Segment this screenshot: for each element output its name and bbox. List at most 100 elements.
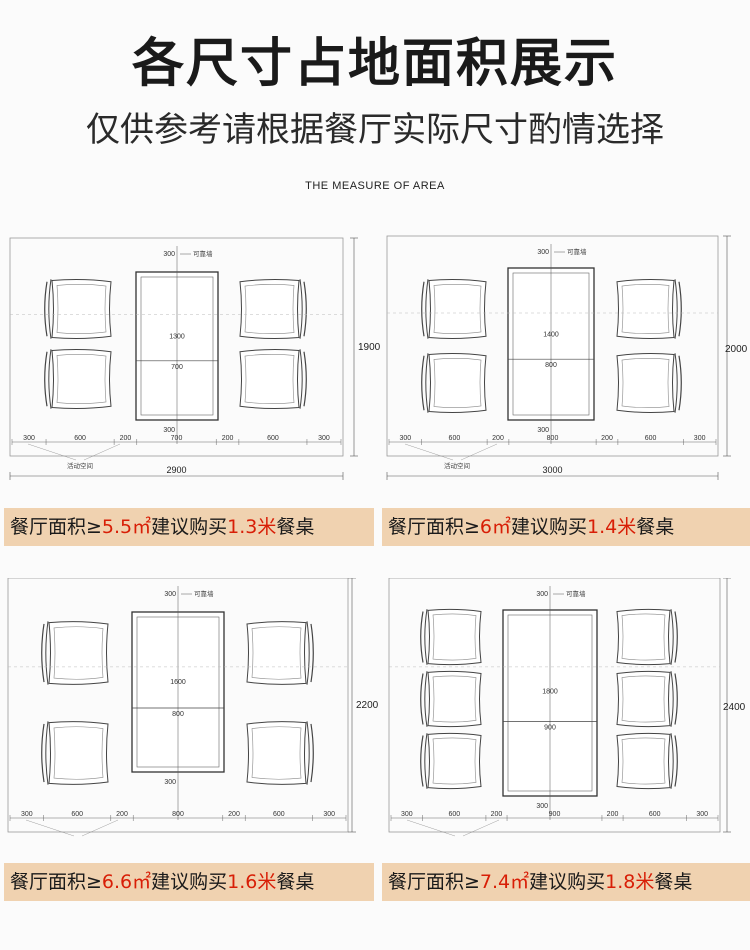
wall-label: 可靠墙 xyxy=(566,589,586,598)
chair-icon xyxy=(239,278,307,340)
banner-table-size: 1.6米 xyxy=(227,871,277,893)
banner-table-size: 1.3米 xyxy=(227,516,277,538)
chair-icon xyxy=(246,621,314,685)
bottom-dim-label: 200 xyxy=(601,435,613,442)
table-width-label: 900 xyxy=(544,725,556,732)
bottom-dim-label: 900 xyxy=(549,811,561,818)
table-width-label: 800 xyxy=(172,711,184,718)
bottom-dim-label: 600 xyxy=(645,435,657,442)
chair-icon xyxy=(616,352,682,414)
bottom-dim-label: 800 xyxy=(547,435,559,442)
room-width-label: 2900 xyxy=(166,465,186,475)
room-outline xyxy=(388,578,721,833)
bottom-dim-label: 800 xyxy=(172,811,184,818)
bottom-gap-label: 300 xyxy=(537,427,549,434)
table-width-label: 700 xyxy=(171,364,183,371)
chair-icon xyxy=(616,608,678,666)
bottom-dim-label: 300 xyxy=(23,435,35,442)
banner-suffix: 餐桌 xyxy=(276,871,315,893)
bottom-dim-label: 300 xyxy=(400,435,412,442)
chair-icon xyxy=(239,348,307,410)
banner-area-value: 7.4 xyxy=(479,871,511,893)
chair-icon xyxy=(420,608,482,666)
chair-icon xyxy=(41,721,109,785)
area-recommendation-banner: 餐厅面积≥5.5㎡建议购买1.3米餐桌 xyxy=(4,508,374,546)
bottom-dim-label: 200 xyxy=(116,811,128,818)
activity-space-label: 活动空间 xyxy=(67,461,93,470)
bottom-dim-label: 200 xyxy=(120,435,132,442)
bottom-dim-label: 600 xyxy=(74,435,86,442)
table-length-label: 1400 xyxy=(543,331,559,338)
bottom-dim-label: 300 xyxy=(694,435,706,442)
banner-area-unit: ㎡ xyxy=(510,871,530,893)
banner-prefix: 餐厅面积≥ xyxy=(10,871,102,893)
table-width-label: 800 xyxy=(545,362,557,369)
banner-table-size: 1.8米 xyxy=(605,871,655,893)
bottom-gap-label: 300 xyxy=(164,779,176,786)
area-recommendation-banner: 餐厅面积≥7.4㎡建议购买1.8米餐桌 xyxy=(382,863,750,901)
chair-icon xyxy=(421,278,487,340)
bottom-dim-label: 200 xyxy=(228,811,240,818)
banner-area-unit: ㎡ xyxy=(132,871,152,893)
banner-table-size: 1.4米 xyxy=(587,516,637,538)
chair-icon xyxy=(616,732,678,790)
room-height-label: 1900 xyxy=(358,342,381,353)
top-gap-label: 300 xyxy=(537,249,549,256)
banner-suffix: 餐桌 xyxy=(654,871,693,893)
table-length-label: 1600 xyxy=(170,679,186,686)
bottom-gap-label: 300 xyxy=(163,427,175,434)
banner-mid: 建议购买 xyxy=(151,871,228,893)
room-width-label: 3000 xyxy=(542,465,562,475)
chair-icon xyxy=(421,352,487,414)
activity-space-label: 活动空间 xyxy=(65,837,91,838)
banner-mid: 建议购买 xyxy=(529,871,606,893)
room-outline xyxy=(386,235,719,457)
area-recommendation-banner: 餐厅面积≥6㎡建议购买1.4米餐桌 xyxy=(382,508,750,546)
bottom-dim-label: 600 xyxy=(267,435,279,442)
chair-icon xyxy=(246,721,314,785)
banner-area-unit: ㎡ xyxy=(492,516,512,538)
banner-prefix: 餐厅面积≥ xyxy=(388,516,480,538)
banner-suffix: 餐桌 xyxy=(276,516,315,538)
banner-area-value: 6 xyxy=(479,516,493,538)
room-height-label: 2200 xyxy=(356,700,379,711)
table-length-label: 1300 xyxy=(169,334,185,341)
wall-label: 可靠墙 xyxy=(193,249,213,258)
chair-icon xyxy=(420,670,482,728)
top-gap-label: 300 xyxy=(536,591,548,598)
activity-space-label: 活动空间 xyxy=(444,461,470,470)
bottom-dim-label: 300 xyxy=(323,811,335,818)
room-height-label: 2400 xyxy=(723,702,746,713)
chair-icon xyxy=(41,621,109,685)
page-title: 各尺寸占地面积展示 xyxy=(131,34,618,94)
wall-label: 可靠墙 xyxy=(194,589,214,598)
chair-icon xyxy=(616,670,678,728)
bottom-dim-label: 200 xyxy=(607,811,619,818)
banner-suffix: 餐桌 xyxy=(636,516,675,538)
banner-prefix: 餐厅面积≥ xyxy=(388,871,480,893)
activity-space-label: 活动空间 xyxy=(446,837,472,838)
room-outline xyxy=(7,578,349,833)
area-recommendation-banner: 餐厅面积≥6.6㎡建议购买1.6米餐桌 xyxy=(4,863,374,901)
top-gap-label: 300 xyxy=(163,251,175,258)
room-height-label: 2000 xyxy=(725,344,748,355)
chair-icon xyxy=(44,348,112,410)
bottom-dim-label: 200 xyxy=(491,811,503,818)
chair-icon xyxy=(616,278,682,340)
room-outline xyxy=(9,237,344,457)
table-length-label: 1800 xyxy=(542,689,558,696)
bottom-dim-label: 200 xyxy=(222,435,234,442)
bottom-dim-label: 300 xyxy=(318,435,330,442)
banner-area-value: 6.6 xyxy=(101,871,133,893)
floor-plan-3: 300可靠墙1600800300300600200800200600300活动空… xyxy=(0,578,379,838)
top-gap-label: 300 xyxy=(164,591,176,598)
bottom-dim-label: 600 xyxy=(649,811,661,818)
page-subtitle: 仅供参考请根据餐厅实际尺寸酌情选择 xyxy=(86,110,664,150)
banner-prefix: 餐厅面积≥ xyxy=(10,516,102,538)
floor-plan-drawing: 300可靠墙1600800300300600200800200600300活动空… xyxy=(7,578,356,838)
english-caption: THE MEASURE OF AREA xyxy=(305,180,445,192)
